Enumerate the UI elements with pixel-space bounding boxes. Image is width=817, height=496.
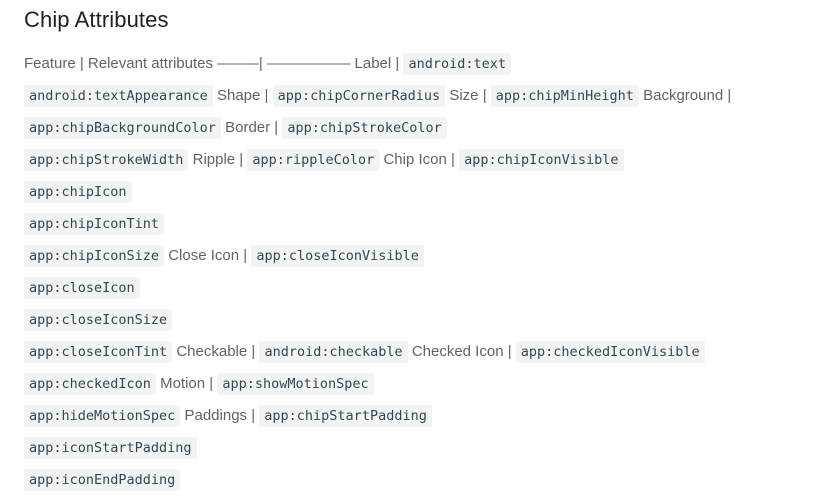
attribute-line: android:textAppearance Shape | app:chipC… [24, 80, 793, 112]
text-run: Chip Icon | [383, 151, 455, 168]
attribute-lines: Feature | Relevant attributes –––––| –––… [24, 48, 793, 496]
attribute-line: app:closeIcon [24, 272, 793, 304]
code-attribute: app:closeIconVisible [251, 245, 424, 267]
code-attribute: app:hideMotionSpec [24, 405, 181, 427]
code-attribute: app:chipIconSize [24, 245, 165, 267]
attribute-line: app:iconStartPadding [24, 432, 793, 464]
code-attribute: app:checkedIconVisible [515, 341, 705, 363]
attribute-line: Feature | Relevant attributes –––––| –––… [24, 48, 793, 80]
code-attribute: app:chipIconVisible [459, 149, 624, 171]
code-attribute: app:showMotionSpec [217, 373, 374, 395]
code-attribute: app:iconStartPadding [24, 437, 197, 459]
code-attribute: app:chipIcon [24, 181, 132, 203]
code-attribute: app:chipIconTint [24, 213, 165, 235]
text-run: Feature | Relevant attributes –––––| –––… [24, 55, 400, 72]
code-attribute: app:iconEndPadding [24, 469, 181, 491]
attribute-line: app:hideMotionSpec Paddings | app:chipSt… [24, 400, 793, 432]
attribute-line: app:chipIconTint [24, 208, 793, 240]
code-attribute: app:chipBackgroundColor [24, 117, 221, 139]
attribute-line: app:iconEndPadding [24, 464, 793, 496]
code-attribute: android:textAppearance [24, 85, 213, 107]
attribute-line: app:chipBackgroundColor Border | app:chi… [24, 112, 793, 144]
code-attribute: app:closeIcon [24, 277, 140, 299]
attribute-line: app:chipIcon [24, 176, 793, 208]
code-attribute: android:checkable [259, 341, 408, 363]
code-attribute: app:chipMinHeight [490, 85, 639, 107]
text-run: Checked Icon | [411, 343, 512, 360]
text-run: Motion | [160, 375, 214, 392]
text-run: Ripple | [192, 151, 244, 168]
attribute-line: app:closeIconTint Checkable | android:ch… [24, 336, 793, 368]
code-attribute: app:chipCornerRadius [272, 85, 446, 107]
text-run: Shape | [216, 87, 269, 104]
code-attribute: app:chipStartPadding [259, 405, 432, 427]
attribute-line: app:chipIconSize Close Icon | app:closeI… [24, 240, 793, 272]
text-run: Paddings | [184, 407, 256, 424]
text-run: Size | [449, 87, 487, 104]
text-run: Checkable | [176, 343, 256, 360]
attribute-line: app:chipStrokeWidth Ripple | app:rippleC… [24, 144, 793, 176]
attribute-line: app:checkedIcon Motion | app:showMotionS… [24, 368, 793, 400]
attribute-line: app:closeIconSize [24, 304, 793, 336]
code-attribute: app:checkedIcon [24, 373, 156, 395]
code-attribute: app:chipStrokeColor [282, 117, 447, 139]
text-run: Border | [225, 119, 279, 136]
code-attribute: app:rippleColor [247, 149, 380, 171]
code-attribute: app:chipStrokeWidth [24, 149, 189, 171]
page-title: Chip Attributes [24, 7, 169, 32]
code-attribute: app:closeIconSize [24, 309, 173, 331]
code-attribute: app:closeIconTint [24, 341, 173, 363]
text-run: Background | [643, 87, 732, 104]
text-run: Close Icon | [168, 247, 248, 264]
code-attribute: android:text [403, 53, 512, 75]
